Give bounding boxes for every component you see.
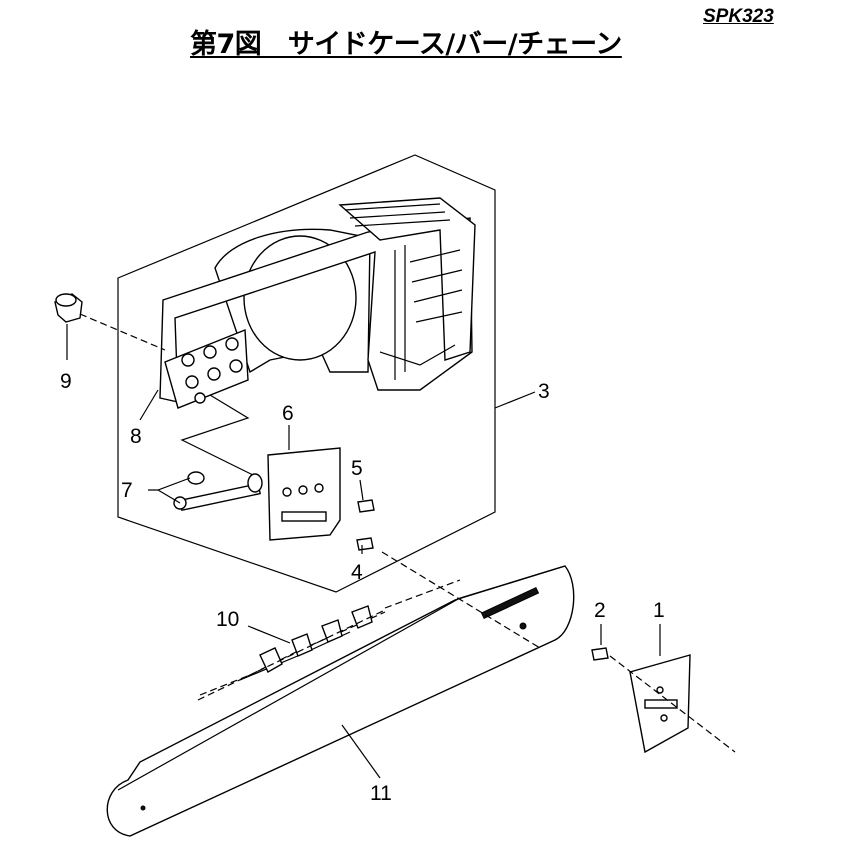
tensioner-drawing — [173, 394, 263, 512]
inner-plate-drawing — [267, 447, 341, 541]
callout-6: 6 — [282, 402, 294, 425]
callout-4: 4 — [351, 561, 363, 584]
callout-9: 9 — [60, 370, 72, 393]
callout-2: 2 — [594, 599, 606, 622]
callout-8: 8 — [130, 425, 142, 448]
callout-5: 5 — [351, 457, 363, 480]
screw-2-drawing — [591, 647, 609, 661]
callout-7: 7 — [121, 479, 133, 502]
side-case-drawing — [159, 197, 476, 409]
guide-bar-drawing — [106, 565, 575, 837]
model-code: SPK323 — [703, 6, 774, 27]
callout-1: 1 — [653, 599, 665, 622]
screws-drawing — [356, 499, 375, 551]
assembly-outline — [117, 154, 496, 593]
outer-plate-drawing — [629, 654, 691, 754]
page-title: 第7図 サイドケース/バー/チェーン — [190, 29, 622, 60]
guide-lines — [79, 313, 736, 753]
saw-chain-drawing — [199, 579, 461, 696]
leader-lines — [66, 324, 661, 779]
callout-10: 10 — [216, 608, 239, 631]
callout-11: 11 — [370, 782, 392, 805]
nut-drawing — [54, 293, 83, 323]
callout-3: 3 — [538, 380, 550, 403]
